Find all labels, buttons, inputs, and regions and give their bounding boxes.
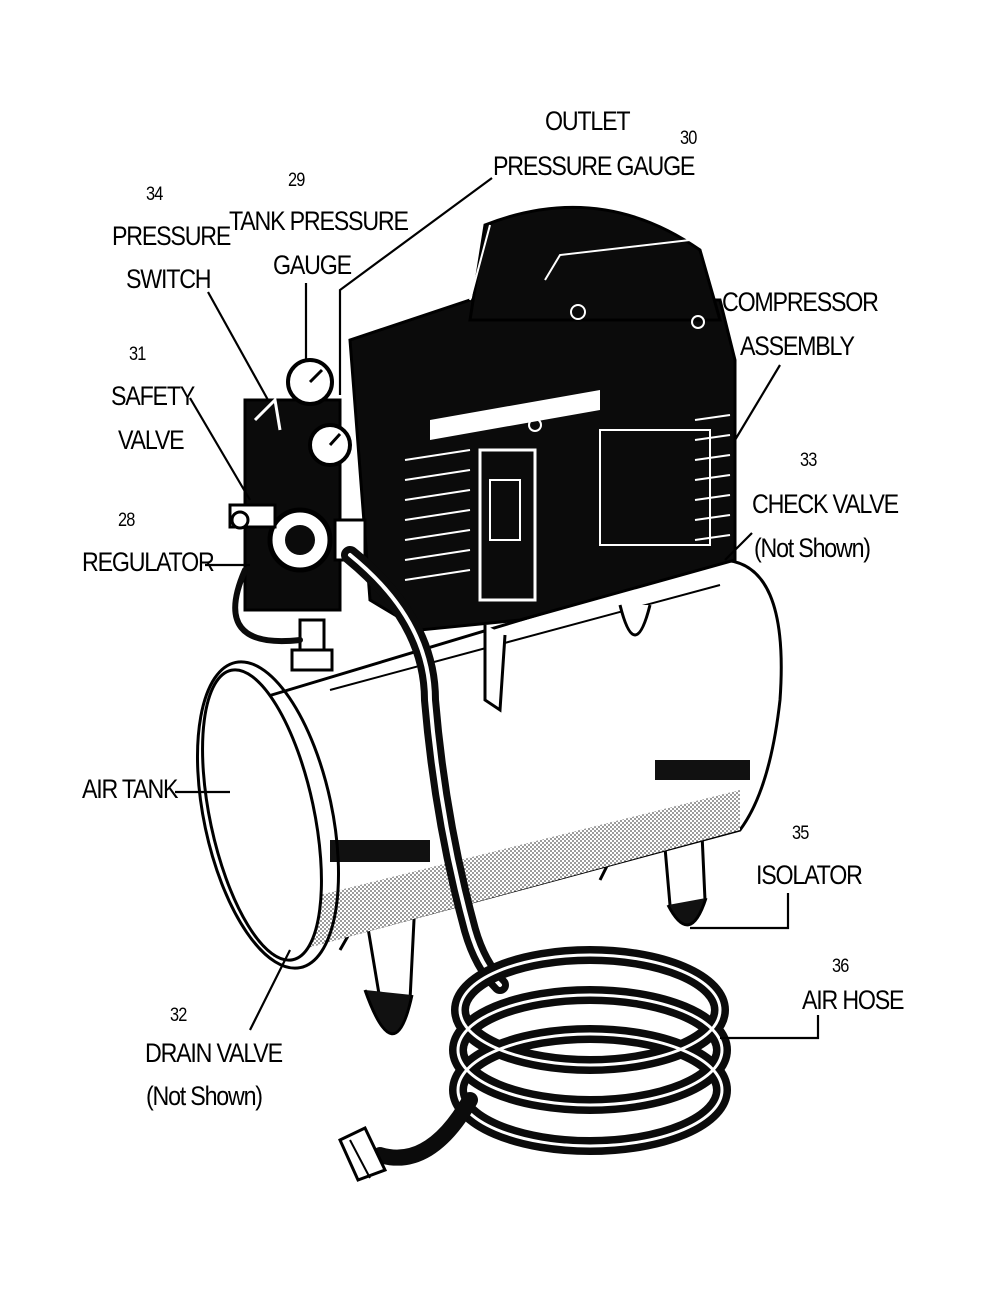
part-label-line1: REGULATOR: [82, 547, 215, 577]
part-label-line2: SWITCH: [126, 264, 212, 294]
part-label-line1: OUTLET: [545, 106, 631, 136]
part-number: 30: [680, 128, 697, 149]
control-manifold: [228, 358, 367, 672]
compressor-assembly: [348, 205, 737, 713]
leader-lines: [175, 177, 820, 1040]
part-label-line1: COMPRESSOR: [722, 287, 879, 317]
tank-end-cap: [201, 668, 323, 962]
part-number: 32: [170, 1005, 187, 1026]
part-label-line2: PRESSURE GAUGE: [493, 151, 695, 181]
part-label-line1: AIR HOSE: [802, 985, 905, 1015]
part-label-line2: (Not Shown): [754, 533, 871, 563]
part-number: 36: [832, 956, 849, 977]
part-label-line2: ASSEMBLY: [740, 331, 855, 361]
part-label-line1: ISOLATOR: [756, 860, 863, 890]
part-label-line2: VALVE: [118, 425, 185, 455]
hose-fitting: [338, 1125, 388, 1182]
part-number: 34: [146, 184, 163, 205]
part-number: 31: [129, 344, 146, 365]
part-label-line1: DRAIN VALVE: [145, 1038, 283, 1068]
air-tank: [195, 558, 783, 970]
part-label-line1: PRESSURE: [112, 221, 231, 251]
part-number: 33: [800, 450, 817, 471]
part-label-line1: TANK PRESSURE: [229, 206, 409, 236]
part-label-line2: (Not Shown): [146, 1081, 263, 1111]
part-number: 28: [118, 510, 135, 531]
part-number: 35: [792, 823, 809, 844]
part-label-line1: AIR TANK: [82, 774, 179, 804]
part-label-line1: SAFETY: [111, 381, 195, 411]
part-label-line1: CHECK VALVE: [752, 489, 899, 519]
part-label-line2: GAUGE: [273, 250, 352, 280]
part-number: 29: [288, 170, 305, 191]
air-hose: [232, 546, 731, 1166]
tank-shadow: [300, 790, 740, 950]
